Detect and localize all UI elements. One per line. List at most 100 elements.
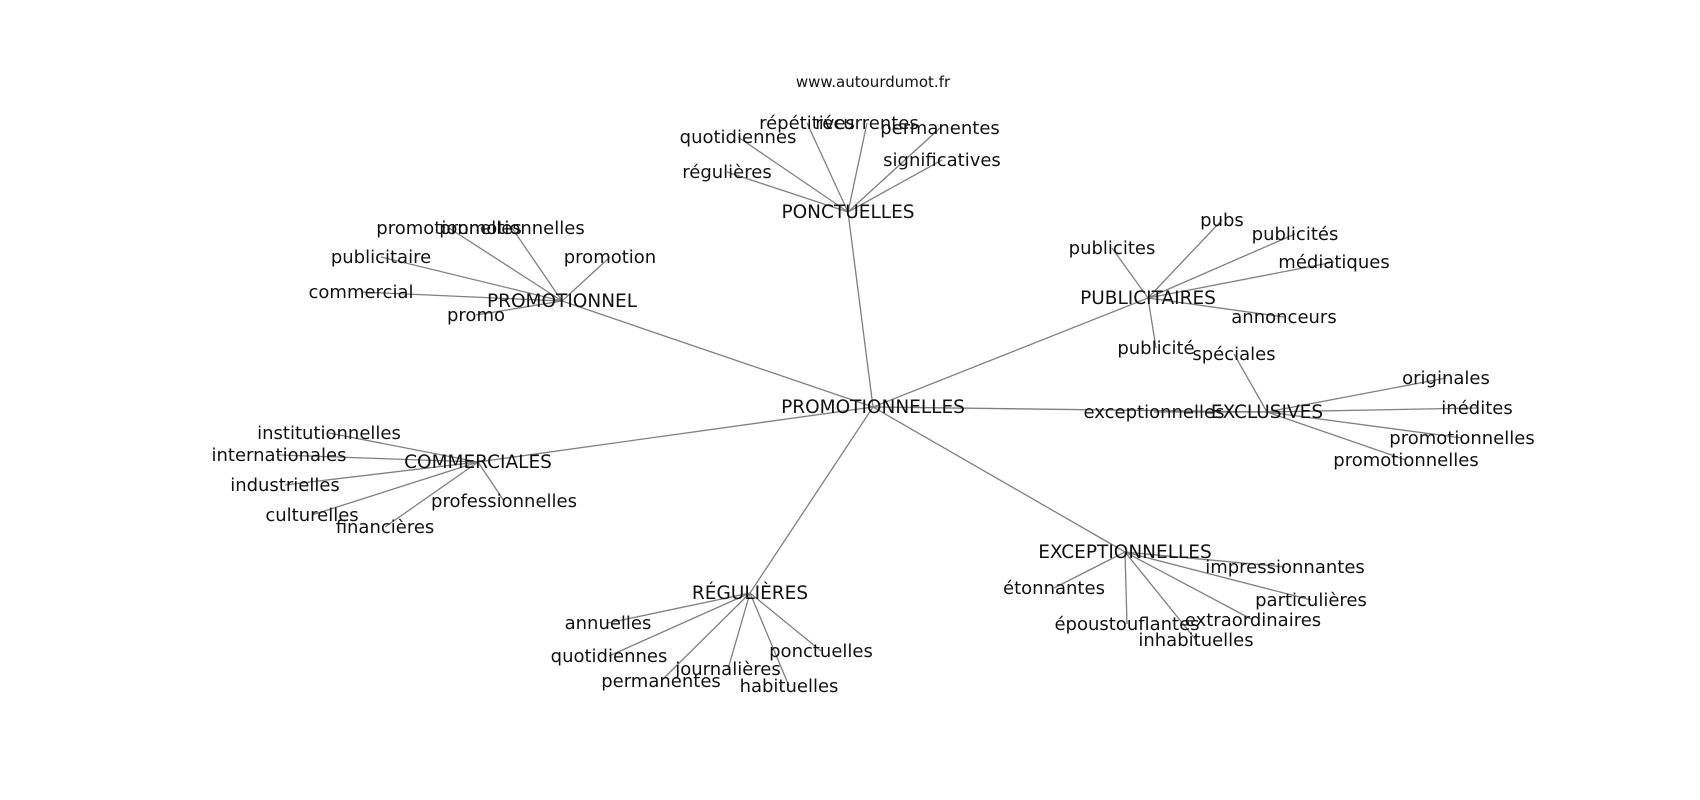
leaf-node[interactable]: culturelles <box>265 505 358 526</box>
leaf-node[interactable]: extraordinaires <box>1185 610 1321 631</box>
edge-ponctuelles-leaf <box>726 171 849 213</box>
edge-exceptionnelles-leaf <box>1124 551 1197 641</box>
leaf-node[interactable]: promotionnelles <box>439 218 584 239</box>
leaf-node[interactable]: promotionnelles <box>1389 428 1534 449</box>
hub-node-regulieres[interactable]: RÉGULIÈRES <box>692 582 808 604</box>
leaf-node[interactable]: originales <box>1402 368 1490 389</box>
edge-center-to-ponctuelles <box>847 211 874 408</box>
leaf-node[interactable]: spéciales <box>1192 344 1275 365</box>
leaf-node[interactable]: promotionnelles <box>1333 450 1478 471</box>
edge-center-to-exclusives <box>872 406 1268 413</box>
hub-node-commerciales[interactable]: COMMERCIALES <box>404 452 552 473</box>
leaf-node[interactable]: internationales <box>211 445 346 466</box>
leaf-node[interactable]: récurrentes <box>815 113 918 134</box>
leaf-node[interactable]: étonnantes <box>1003 578 1105 599</box>
edge-regulieres-leaf <box>607 592 751 624</box>
leaf-node[interactable]: répétitives <box>759 113 855 134</box>
edge-publicitaires-leaf <box>1147 219 1223 299</box>
leaf-node[interactable]: quotidiennes <box>680 127 797 148</box>
edge-exclusives-leaf <box>1233 353 1268 413</box>
edge-exceptionnelles-leaf <box>1124 551 1286 568</box>
leaf-node[interactable]: annonceurs <box>1231 307 1336 328</box>
edge-promotionnel-leaf <box>360 291 563 302</box>
leaf-node[interactable]: significatives <box>883 150 1001 171</box>
source-watermark[interactable]: www.autourdumot.fr <box>796 73 951 91</box>
edge-center-to-exceptionnelles <box>872 406 1126 553</box>
edge-promotionnel-leaf <box>380 256 563 302</box>
edge-ponctuelles-leaf <box>737 136 849 213</box>
leaf-node[interactable]: promotionnelles <box>376 218 521 239</box>
leaf-node[interactable]: impressionnantes <box>1205 557 1365 578</box>
edge-exclusives-leaf <box>1266 407 1478 413</box>
edge-regulieres-leaf <box>727 592 751 670</box>
leaf-node[interactable]: promo <box>447 305 505 326</box>
edge-publicitaires-leaf <box>1111 247 1149 299</box>
leaf-node[interactable]: institutionnelles <box>257 423 401 444</box>
edge-center-to-publicitaires <box>872 297 1149 408</box>
edge-promotionnel-leaf <box>561 256 611 302</box>
edge-regulieres-leaf <box>749 592 790 687</box>
leaf-node[interactable]: particulières <box>1255 590 1367 611</box>
edge-exceptionnelles-leaf <box>1124 551 1312 601</box>
leaf-node[interactable]: médiatiques <box>1278 252 1389 273</box>
leaf-node[interactable]: permanentes <box>601 671 721 692</box>
leaf-node[interactable]: ponctuelles <box>769 641 873 662</box>
edge-regulieres-leaf <box>660 592 751 682</box>
edge-regulieres-leaf <box>749 592 822 652</box>
leaf-node[interactable]: industrielles <box>230 475 340 496</box>
edge-publicitaires-leaf <box>1147 297 1157 349</box>
leaf-node[interactable]: permanentes <box>880 118 1000 139</box>
edge-ponctuelles-leaf <box>847 127 941 213</box>
edge-exclusives-leaf <box>1266 411 1407 461</box>
leaf-node[interactable]: habituelles <box>740 676 839 697</box>
edge-publicitaires-leaf <box>1147 261 1335 299</box>
leaf-node[interactable]: publicité <box>1117 338 1194 359</box>
leaf-node[interactable]: inédites <box>1441 398 1512 419</box>
leaf-node[interactable]: journalières <box>674 659 780 680</box>
edge-commerciales-leaf <box>477 461 505 502</box>
hub-node-promotionnel[interactable]: PROMOTIONNEL <box>487 291 638 312</box>
leaf-node[interactable]: financières <box>336 517 435 538</box>
leaf-node[interactable]: publicitaire <box>331 247 431 268</box>
leaf-node[interactable]: inhabituelles <box>1138 630 1253 651</box>
edge-commerciales-leaf <box>328 432 479 463</box>
edge-regulieres-leaf <box>608 592 751 657</box>
leaf-node[interactable]: promotion <box>564 247 656 268</box>
edge-commerciales-leaf <box>284 461 479 486</box>
edge-ponctuelles-leaf <box>847 159 943 213</box>
leaf-node[interactable]: quotidiennes <box>551 646 668 667</box>
leaf-node[interactable]: professionnelles <box>431 491 577 512</box>
edge-promotionnel-leaf <box>511 227 563 302</box>
edge-exclusives-leaf <box>1266 411 1463 439</box>
edge-commerciales-leaf <box>311 461 479 516</box>
graph-edges <box>278 122 1478 687</box>
leaf-node[interactable]: commercial <box>309 282 414 303</box>
leaf-node[interactable]: publicités <box>1252 224 1339 245</box>
edge-promotionnel-leaf <box>448 227 563 302</box>
edge-center-to-commerciales <box>477 406 874 463</box>
center-node[interactable]: PROMOTIONNELLES <box>781 397 965 418</box>
leaf-node[interactable]: pubs <box>1200 210 1244 231</box>
graph-labels: PROMOTIONNELLESPONCTUELLESquotidiennesré… <box>211 113 1534 697</box>
edge-publicitaires-leaf <box>1147 233 1296 299</box>
edge-exceptionnelles-leaf <box>1124 551 1254 621</box>
leaf-node[interactable]: publicites <box>1069 238 1156 259</box>
edge-publicitaires-leaf <box>1147 297 1285 318</box>
hub-node-ponctuelles[interactable]: PONCTUELLES <box>781 202 914 223</box>
edge-commerciales-leaf <box>278 454 479 463</box>
leaf-node[interactable]: annuelles <box>565 613 652 634</box>
edge-exceptionnelles-leaf <box>1124 551 1128 625</box>
hub-node-exceptionnelles[interactable]: EXCEPTIONNELLES <box>1038 542 1212 563</box>
edge-exceptionnelles-leaf <box>1053 551 1126 589</box>
edge-commerciales-leaf <box>384 461 479 528</box>
edge-promotionnel-leaf <box>475 300 563 316</box>
edge-ponctuelles-leaf <box>847 122 868 213</box>
leaf-node[interactable]: exceptionnelles <box>1084 402 1225 423</box>
leaf-node[interactable]: régulières <box>682 162 771 183</box>
leaf-node[interactable]: époustouflantes <box>1054 614 1199 635</box>
edge-exclusives-leaf <box>1266 377 1447 413</box>
edge-ponctuelles-leaf <box>806 122 849 213</box>
hub-node-publicitaires[interactable]: PUBLICITAIRES <box>1080 288 1216 309</box>
hub-node-exclusives[interactable]: EXCLUSIVES <box>1211 402 1323 423</box>
